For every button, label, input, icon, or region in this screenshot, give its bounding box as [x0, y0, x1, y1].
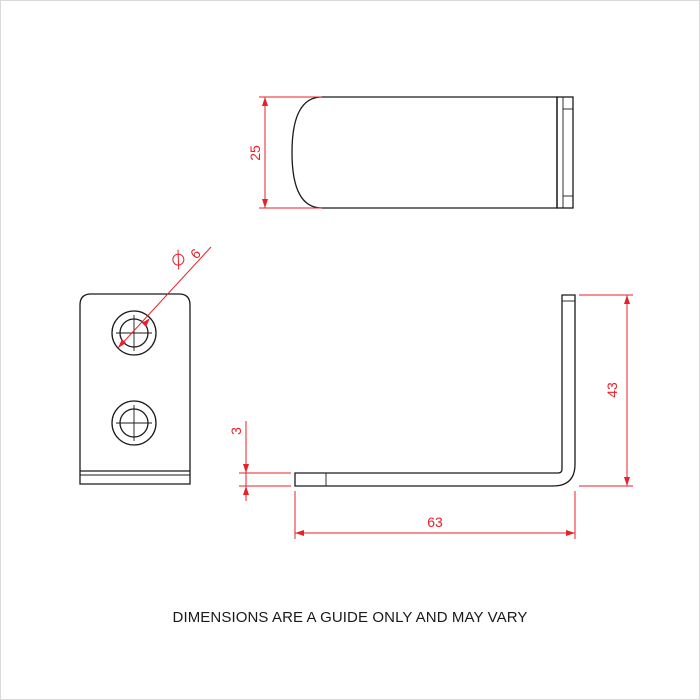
length-dimension-label: 63 — [427, 514, 443, 530]
lower-hole — [111, 400, 157, 446]
height-dimension: 43 — [579, 294, 633, 487]
leader-line — [117, 246, 212, 349]
arrowhead — [262, 97, 268, 106]
arrowhead — [624, 295, 630, 304]
arrowhead — [118, 339, 126, 348]
top-view — [291, 96, 574, 209]
front-view-outline — [79, 293, 191, 485]
side-view-profile — [294, 294, 576, 487]
hole-countersink — [111, 400, 157, 446]
arrowhead — [262, 199, 268, 208]
hole-countersink — [111, 310, 157, 356]
arrowhead — [566, 530, 575, 536]
disclaimer-note: DIMENSIONS ARE A GUIDE ONLY AND MAY VARY — [172, 609, 528, 626]
arrowhead — [295, 530, 304, 536]
thickness-dimension: 3 — [228, 421, 291, 501]
hole-diameter-dimension: 6 — [117, 245, 212, 349]
front-view — [79, 293, 191, 485]
height-dimension-label: 43 — [604, 382, 620, 398]
width-dimension-label: 25 — [247, 145, 263, 161]
hole-diameter-label: 6 — [187, 245, 204, 262]
arrowhead — [243, 486, 249, 495]
side-view — [294, 294, 576, 487]
thickness-dimension-label: 3 — [228, 427, 244, 435]
arrowhead — [142, 318, 150, 327]
length-dimension: 63 — [294, 491, 576, 539]
top-view-outline — [291, 96, 558, 209]
arrowhead — [624, 477, 630, 486]
arrowhead — [243, 464, 249, 473]
top-view-bend-flange — [556, 96, 574, 209]
upper-hole — [111, 310, 157, 356]
diameter-symbol — [172, 249, 185, 270]
width-dimension: 25 — [247, 96, 322, 209]
